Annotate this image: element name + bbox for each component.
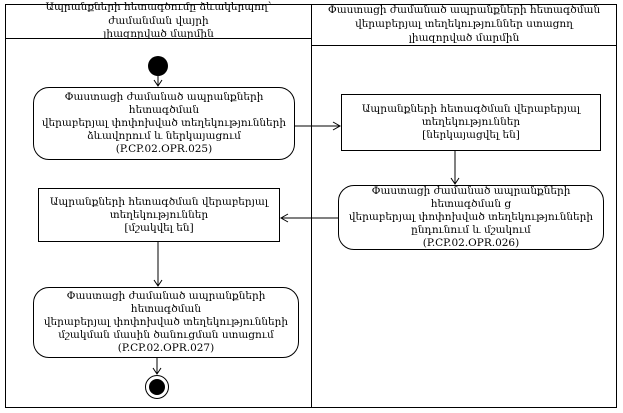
object-node-state: [մշակվել են] [124,221,194,234]
action-node-text: Փաստացի ժամանած ապրանքների հետագծման վեր… [41,91,287,142]
object-node-title: Ապրանքների հետագծման վերաբերյալ տեղեկութ… [361,103,581,128]
swimlane-header-right: Փաստացի ժամանած ապրանքների հետագծման վեր… [312,4,616,46]
action-node-text: Փաստացի ժամանած ապրանքների հետագծման ց վ… [348,185,594,236]
action-node-form-and-submit-info: Փաստացի ժամանած ապրանքների հետագծման վեր… [33,87,295,160]
object-node-info-processed: Ապրանքների հետագծման վերաբերյալ տեղեկութ… [38,188,280,242]
swimlane-divider [311,4,312,408]
final-node-core [149,379,165,395]
action-node-receive-and-process-info: Փաստացի ժամանած ապրանքների հետագծման ց վ… [338,185,604,250]
action-node-text: Փաստացի ժամանած ապրանքների հետագծման վեր… [43,290,289,341]
object-node-title: Ապրանքների հետագծման վերաբերյալ տեղեկութ… [49,195,269,221]
object-node-state: [ներկայացվել են] [422,129,520,141]
action-node-code: (P.CP.02.OPR.026) [422,237,520,249]
action-node-code: (P.CP.02.OPR.025) [115,143,213,155]
initial-node [148,56,168,76]
action-node-code: (P.CP.02.OPR.027) [117,342,215,354]
action-node-receive-notification: Փաստացի ժամանած ապրանքների հետագծման վեր… [33,287,299,358]
final-node [145,375,169,399]
object-node-info-submitted: Ապրանքների հետագծման վերաբերյալ տեղեկութ… [341,94,601,151]
swimlane-header-left: Ապրանքների հետագծումը ձևակերպող՝ ժամանմա… [6,1,311,40]
